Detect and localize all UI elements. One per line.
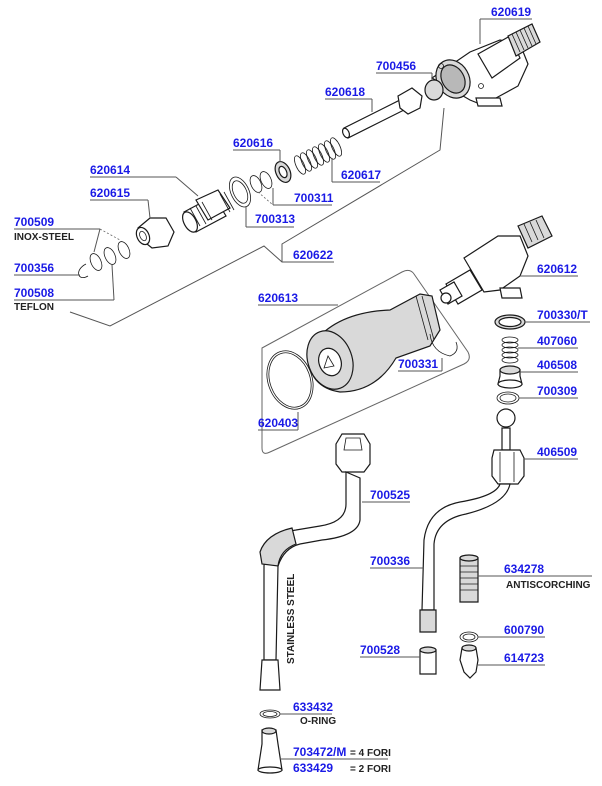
nut-620615	[135, 217, 175, 249]
part-label-620612[interactable]: 620612	[537, 262, 577, 276]
part-label-620617[interactable]: 620617	[341, 168, 381, 182]
fitting-620614	[182, 189, 235, 233]
washer-inox	[89, 253, 103, 271]
spring-620617	[294, 137, 342, 175]
part-label-620615[interactable]: 620615	[90, 186, 130, 200]
valve-body-620612	[439, 215, 553, 305]
part-label-700456[interactable]: 700456	[376, 59, 416, 73]
part-note-700508: TEFLON	[14, 302, 54, 313]
knob-group-outline	[261, 269, 470, 454]
part-label-700331[interactable]: 700331	[398, 357, 438, 371]
part-label-406508[interactable]: 406508	[537, 358, 577, 372]
seal-620616	[274, 161, 292, 183]
part-note-700509: INOX-STEEL	[14, 232, 74, 243]
part-label-700311[interactable]: 700311	[294, 191, 334, 205]
part-label-600790[interactable]: 600790	[504, 623, 544, 637]
stainless-steel-note: STAINLESS STEEL	[286, 574, 297, 664]
washer-700509	[117, 241, 131, 259]
pipe-700525	[259, 433, 371, 691]
part-label-614723[interactable]: 614723	[504, 651, 544, 665]
part-label-620614[interactable]: 620614	[90, 163, 130, 177]
ring-620403	[266, 350, 314, 410]
part-label-620403[interactable]: 620403	[258, 416, 298, 430]
clip-700331	[429, 333, 458, 357]
steam-wand-700336	[419, 483, 511, 633]
part-label-700509[interactable]: 700509	[14, 215, 54, 229]
part-label-700336[interactable]: 700336	[370, 554, 410, 568]
ring-700313	[229, 176, 251, 208]
part-label-700508[interactable]: 700508	[14, 286, 54, 300]
part-label-700356[interactable]: 700356	[14, 261, 54, 275]
part-label-620619[interactable]: 620619	[491, 5, 531, 19]
plug-700456	[424, 79, 444, 101]
part-label-620616[interactable]: 620616	[233, 136, 273, 150]
clip-700356	[78, 263, 89, 278]
part-label-700309[interactable]: 700309	[537, 384, 577, 398]
part-label-406509[interactable]: 406509	[537, 445, 577, 459]
stem-620618	[341, 87, 423, 139]
nozzle-tip-703472m	[257, 727, 283, 774]
part-label-620618[interactable]: 620618	[325, 85, 365, 99]
part-label-700313[interactable]: 700313	[255, 212, 295, 226]
bushing-406508	[497, 365, 523, 389]
o-ring-700311-b	[259, 171, 273, 189]
part-label-703472m[interactable]: 703472/M	[293, 745, 346, 759]
valve-body-620619	[430, 23, 541, 107]
part-label-620613[interactable]: 620613	[258, 291, 298, 305]
knob-620613	[306, 293, 441, 393]
part-label-700330t[interactable]: 700330/T	[537, 308, 588, 322]
part-label-407060[interactable]: 407060	[537, 334, 577, 348]
part-note-703472m: = 4 FORI	[350, 748, 391, 759]
nozzle-614723	[459, 644, 479, 679]
part-label-700528[interactable]: 700528	[360, 643, 400, 657]
sleeve-634278	[459, 554, 479, 603]
ball-joint-406509	[491, 408, 525, 485]
part-note-634278: ANTISCORCHING	[506, 580, 591, 591]
part-label-634278[interactable]: 634278	[504, 562, 544, 576]
part-label-633429[interactable]: 633429	[293, 761, 333, 775]
part-label-620622[interactable]: 620622	[293, 248, 333, 262]
spring-407060	[501, 336, 519, 364]
part-label-700525[interactable]: 700525	[370, 488, 410, 502]
part-note-633429: = 2 FORI	[350, 764, 391, 775]
part-note-633432: O-RING	[300, 716, 336, 727]
part-label-633432[interactable]: 633432	[293, 700, 333, 714]
washer-700508	[103, 247, 117, 265]
tip-700528	[419, 646, 437, 675]
o-ring-700311-a	[249, 175, 263, 193]
